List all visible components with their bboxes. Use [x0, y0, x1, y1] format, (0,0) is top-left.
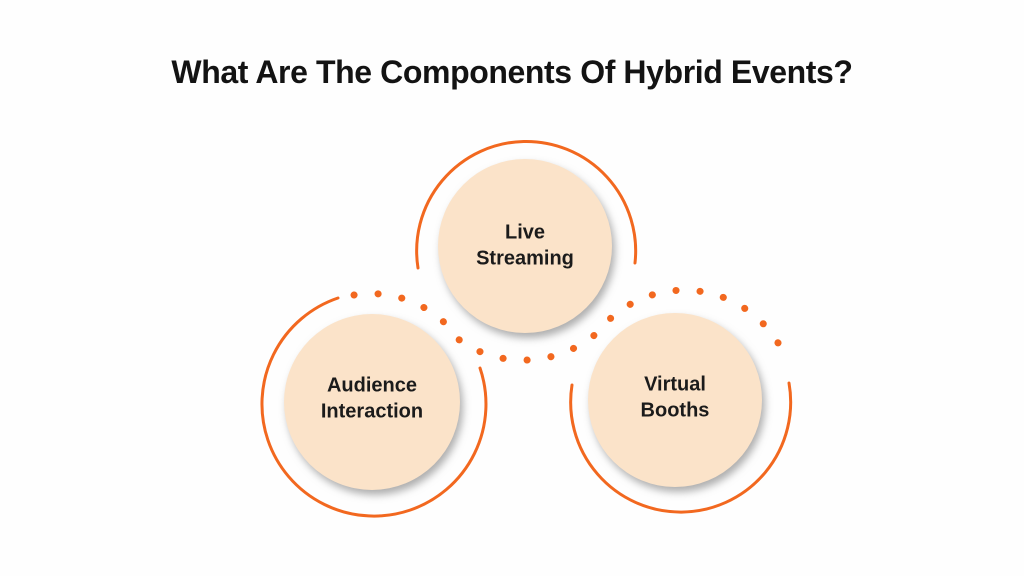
ring-arc-live-streaming [415, 139, 638, 270]
ring-arc-audience-interaction [260, 296, 488, 518]
node-label-audience-interaction: Audience Interaction [320, 374, 424, 423]
node-circle-live-streaming [438, 159, 612, 333]
node-circle-virtual-booths [588, 313, 762, 487]
node-circles-group [284, 159, 762, 490]
node-label-live-streaming: Live Streaming [476, 221, 574, 270]
ring-arc-virtual-booths [569, 381, 793, 514]
node-circle-audience-interaction [284, 314, 460, 490]
page-title: What Are The Components Of Hybrid Events… [171, 54, 853, 90]
node-label-virtual-booths: Virtual Booths [640, 373, 710, 422]
